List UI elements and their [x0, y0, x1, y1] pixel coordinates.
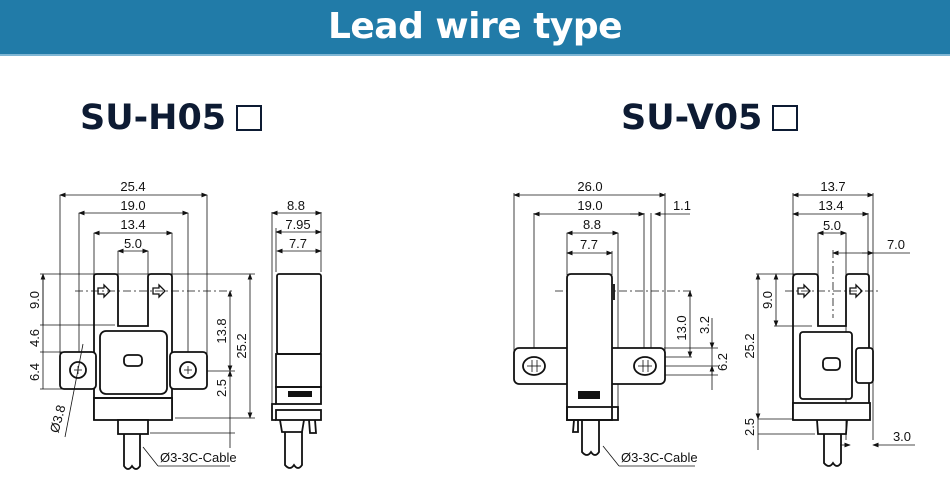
dim-label: 13.0	[674, 315, 689, 340]
title-banner: Lead wire type	[0, 0, 950, 56]
dim-label: 8.8	[287, 198, 305, 213]
dim-label: 2.5	[214, 379, 229, 397]
dim-label: 13.7	[820, 179, 845, 194]
dim-label: 26.0	[577, 179, 602, 194]
dim-label: 6.2	[715, 353, 730, 371]
model-title-su-v05: SU-V05	[621, 96, 799, 140]
dim-label: 19.0	[577, 198, 602, 213]
cable-label: Ø3-3C-Cable	[160, 450, 237, 465]
suffix-placeholder-box	[772, 105, 799, 131]
model-title-su-h05: SU-H05	[80, 96, 263, 140]
page-title: Lead wire type	[327, 6, 623, 47]
dim-label: 7.0	[887, 237, 905, 252]
dim-label: 1.1	[673, 198, 691, 213]
dim-label: 4.6	[27, 329, 42, 347]
dim-label: 13.4	[818, 198, 843, 213]
dim-label: 3.2	[697, 316, 712, 334]
dim-label: 25.2	[742, 333, 757, 358]
su-v05-front-view: 26.0 19.0 1.1 8.8 7.7 13.0 3.2 6.2	[513, 179, 730, 467]
dim-label: 2.5	[742, 418, 757, 436]
suffix-placeholder-box	[236, 105, 263, 131]
dim-label: 7.7	[289, 236, 307, 251]
dim-label: 8.8	[583, 217, 601, 232]
dim-label: 9.0	[27, 291, 42, 309]
model-name: SU-V05	[621, 98, 763, 138]
dim-label: 5.0	[124, 236, 142, 251]
hole-diameter-label: Ø3.8	[47, 403, 69, 434]
cable-label: Ø3-3C-Cable	[621, 450, 698, 465]
dim-label: 7.95	[285, 217, 310, 232]
dim-label: 13.8	[214, 318, 229, 343]
su-h05-front-view: 25.4 19.0 13.4 5.0 9.0 4.6 6.4 13.8 25.2…	[27, 179, 255, 470]
su-h05-side-view: 8.8 7.95 7.7	[271, 198, 322, 469]
model-name: SU-H05	[80, 98, 227, 138]
dim-label: 3.0	[893, 429, 911, 444]
dim-label: 9.0	[760, 291, 775, 309]
dim-label: 6.4	[27, 363, 42, 381]
dim-label: 7.7	[580, 237, 598, 252]
dim-label: 19.0	[120, 198, 145, 213]
dim-label: 5.0	[823, 218, 841, 233]
su-v05-side-view: 13.7 13.4 5.0 7.0 9.0 25.2 2.5 3.0	[742, 179, 915, 467]
dim-label: 25.4	[120, 179, 145, 194]
dim-label: 25.2	[234, 333, 249, 358]
dim-label: 13.4	[120, 217, 145, 232]
